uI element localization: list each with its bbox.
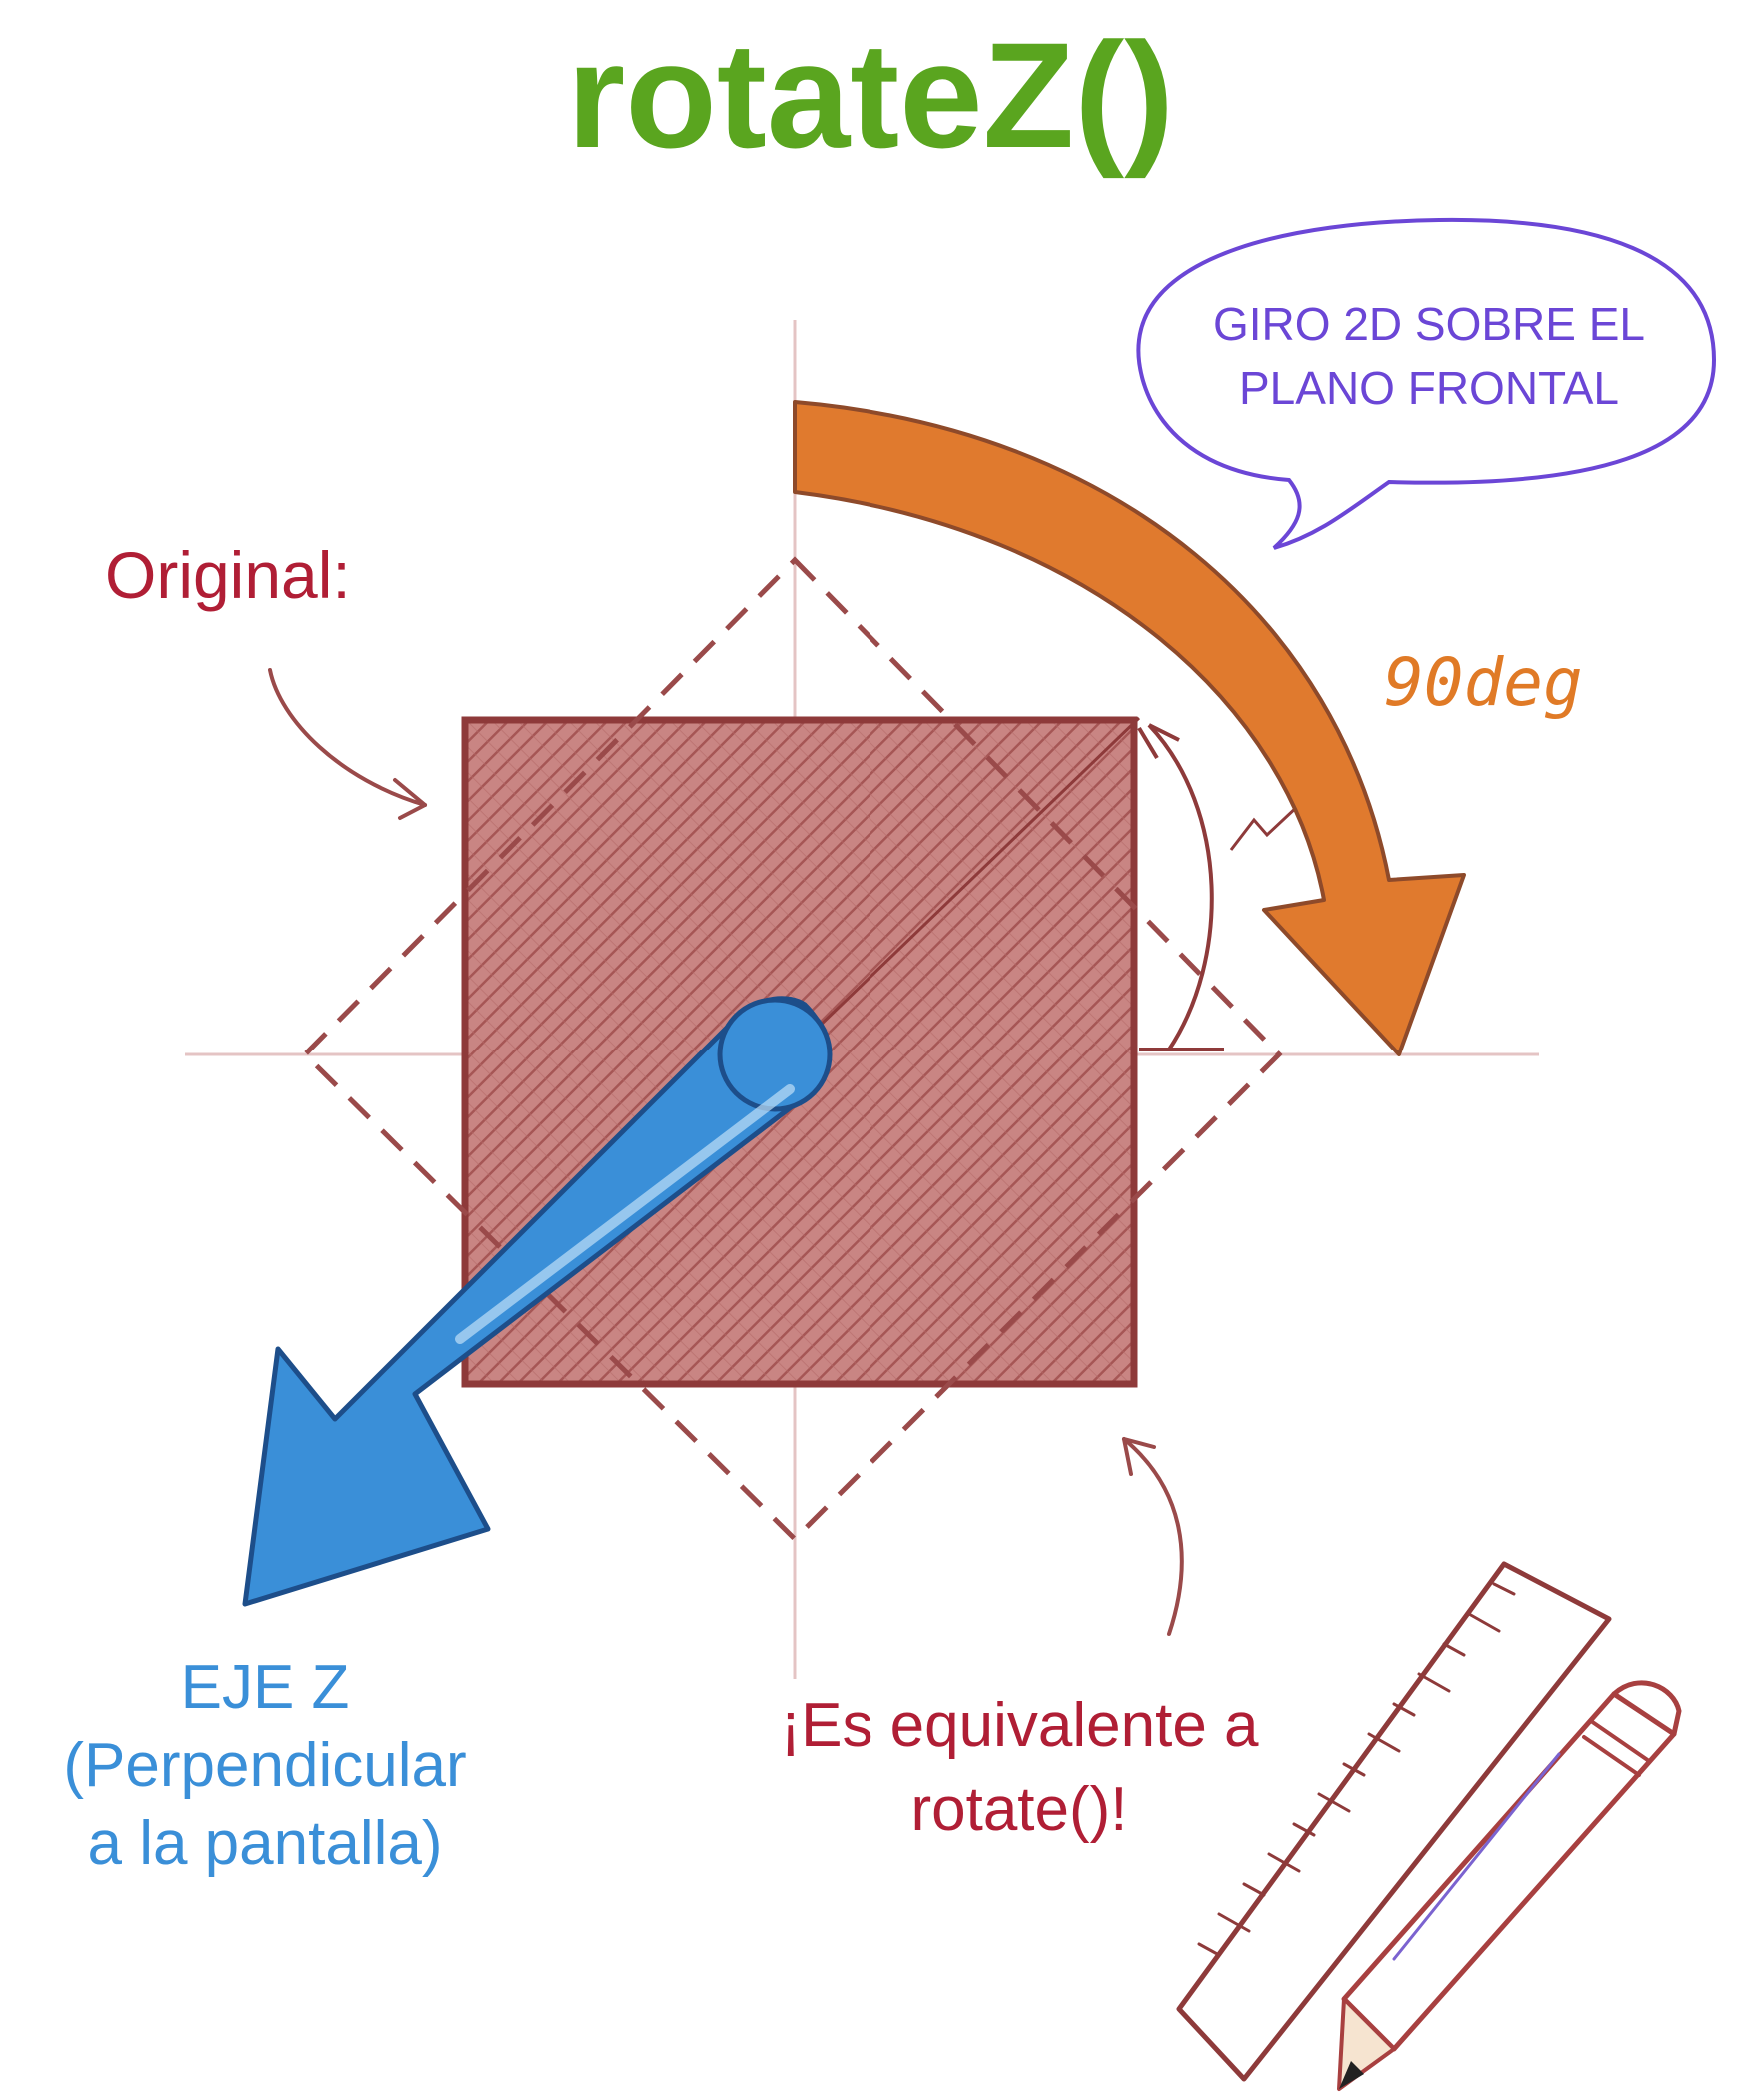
z-axis-label: EJE Z (Perpendicular a la pantalla) bbox=[0, 1649, 530, 1883]
square-diagonal bbox=[788, 716, 1141, 1056]
ruler-and-pencil-icon bbox=[1176, 1561, 1682, 2091]
pencil-icon bbox=[1337, 1680, 1682, 2091]
original-square-edge bbox=[461, 716, 1138, 1388]
page-title: rotateZ() bbox=[566, 11, 1175, 179]
angle-label: 90deg bbox=[1384, 644, 1583, 721]
equivalence-label-line: rotate()! bbox=[910, 1775, 1128, 1844]
equivalence-label: ¡Es equivalente a rotate()! bbox=[700, 1684, 1339, 1852]
speech-bubble-text: GIRO 2D SOBRE EL PLANO FRONTAL bbox=[1149, 292, 1709, 420]
original-label: Original: bbox=[105, 538, 351, 612]
speech-bubble bbox=[1136, 217, 1717, 550]
original-pointer-arrow bbox=[268, 668, 427, 807]
angle-arc bbox=[1137, 723, 1301, 1051]
pointer-arrows bbox=[268, 668, 1184, 1636]
z-axis-label-line: a la pantalla) bbox=[87, 1809, 443, 1878]
rotation-arrow-icon bbox=[793, 400, 1466, 1056]
speech-bubble-line: GIRO 2D SOBRE EL bbox=[1212, 298, 1645, 350]
z-axis-arrow-icon bbox=[242, 996, 833, 1607]
z-axis-label-line: (Perpendicular bbox=[63, 1731, 467, 1800]
equivalence-pointer-arrow bbox=[1122, 1437, 1184, 1636]
speech-bubble-line: PLANO FRONTAL bbox=[1239, 362, 1619, 414]
equivalence-label-line: ¡Es equivalente a bbox=[780, 1691, 1259, 1760]
rotated-square-outline bbox=[301, 556, 1283, 1543]
ruler-icon bbox=[1176, 1561, 1612, 2082]
z-axis-label-line: EJE Z bbox=[180, 1653, 350, 1722]
